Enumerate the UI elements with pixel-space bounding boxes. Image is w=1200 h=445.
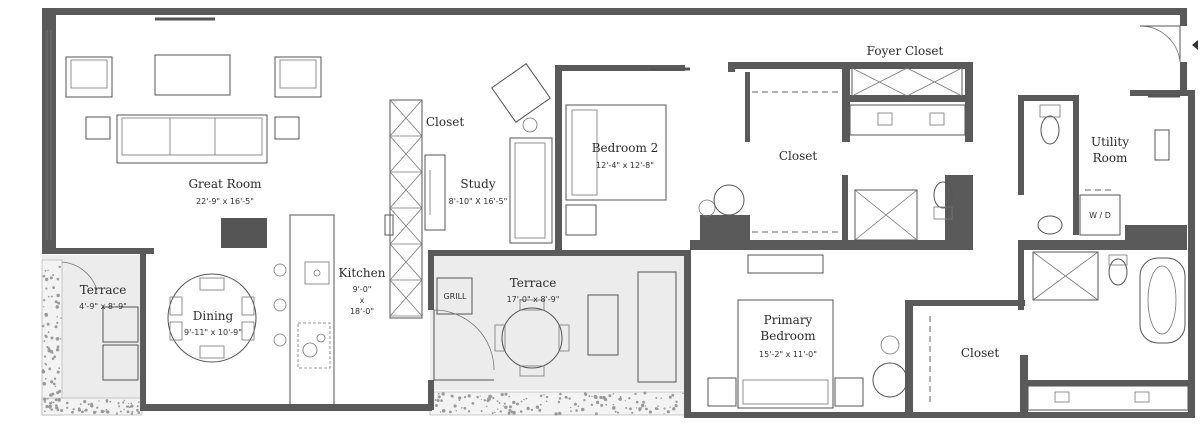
study-label: Study <box>460 177 495 191</box>
terrace-left-furniture <box>61 261 139 381</box>
primary-bedroom-label-line2: Bedroom <box>760 329 816 343</box>
kitchen-dim-line3: 18'-0" <box>350 307 374 316</box>
terrace-center-dim: 17'-0" x 8'-9" <box>507 295 560 304</box>
utility-label-line1: Utility <box>1091 135 1129 149</box>
great-room-dim: 22'-9" x 16'-5" <box>196 197 254 206</box>
kitchen-label: Kitchen <box>339 266 386 280</box>
kitchen-dim-line2: x <box>360 296 365 305</box>
entry-door <box>1139 25 1198 63</box>
kitchen-dim-line1: 9'-0" <box>353 285 372 294</box>
dining-table <box>167 273 257 363</box>
bedroom2-dim: 12'-4" x 12'-8" <box>596 161 654 170</box>
bedroom2-label: Bedroom 2 <box>592 141 659 155</box>
great-room-label: Great Room <box>188 177 262 191</box>
foyer-closet-label: Foyer Closet <box>867 44 944 58</box>
dining-dim: 9'-11" x 10'-9" <box>184 328 242 337</box>
closet-primary-label: Closet <box>961 346 1000 360</box>
closet-center-label: Closet <box>779 149 818 163</box>
terrace-left-label: Terrace <box>80 283 127 297</box>
primary-bath-fixtures <box>1027 251 1189 411</box>
utility-label-line2: Room <box>1093 151 1128 165</box>
closet-center-fixtures <box>698 67 966 241</box>
washer-dryer-label: W / D <box>1089 211 1111 220</box>
windows <box>46 17 1180 240</box>
closet-study-label: Closet <box>426 115 465 129</box>
interior-walls <box>555 62 1188 412</box>
study-dim: 8'-10" X 16'-5" <box>449 197 508 206</box>
exterior-walls <box>42 8 1195 418</box>
great-room-furniture <box>65 54 322 248</box>
bedroom2-furniture <box>565 104 667 236</box>
dining-label: Dining <box>193 309 234 323</box>
primary-bedroom-label-line1: Primary <box>764 313 813 327</box>
terrace-left-dim: 4'-9" x 8'-9" <box>79 302 127 311</box>
kitchen-fixtures <box>273 99 423 406</box>
planting-texture <box>41 265 684 416</box>
utility-fixtures <box>1037 104 1170 236</box>
terrace-center-furniture <box>433 271 677 383</box>
study-furniture <box>424 63 553 244</box>
terrace-center-label: Terrace <box>510 276 557 290</box>
grill-label: GRILL <box>443 292 467 301</box>
primary-bedroom-dim: 15'-2" x 11'-0" <box>759 350 817 359</box>
primary-bedroom-furniture <box>707 254 931 409</box>
